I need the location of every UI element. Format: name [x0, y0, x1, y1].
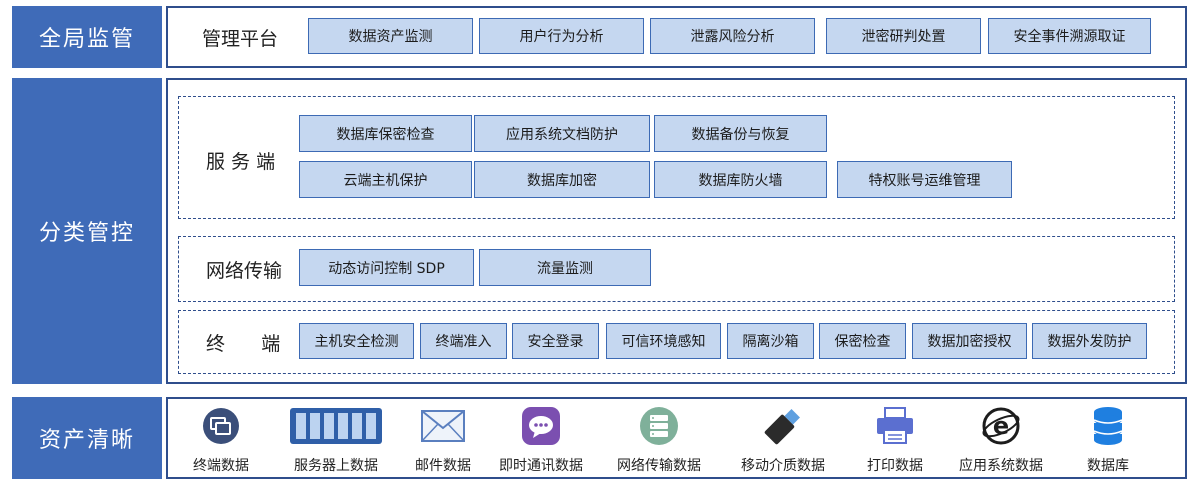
platform-item-behavior-analysis: 用户行为分析 [479, 18, 644, 54]
database-icon [1092, 405, 1124, 447]
server-item-db-firewall: 数据库防火墙 [654, 161, 827, 198]
section-assets-label: 资产清晰 [12, 397, 162, 479]
asset-server: 服务器上数据 [281, 405, 391, 475]
asset-label: 数据库 [1087, 458, 1129, 474]
printer-icon [875, 405, 915, 447]
platform-label: 管理平台 [202, 28, 279, 50]
terminal-label: 终 端 [206, 333, 281, 355]
asset-chat: 即时通讯数据 [486, 405, 596, 475]
asset-usb: 移动介质数据 [728, 405, 838, 475]
server-group: 服 务 端 数据库保密检查 应用系统文档防护 数据备份与恢复 云端主机保护 数据… [178, 96, 1175, 219]
asset-terminal: 终端数据 [166, 405, 276, 475]
server-label: 服 务 端 [206, 151, 276, 173]
asset-label: 移动介质数据 [741, 458, 825, 474]
server-item-doc-protect: 应用系统文档防护 [474, 115, 650, 152]
asset-app-system: e 应用系统数据 [946, 405, 1056, 475]
server-item-db-encrypt: 数据库加密 [474, 161, 650, 198]
terminal-group: 终 端 主机安全检测 终端准入 安全登录 可信环境感知 隔离沙箱 保密检查 数据… [178, 310, 1175, 374]
platform-panel: 管理平台 数据资产监测 用户行为分析 泄露风险分析 泄密研判处置 安全事件溯源取… [166, 6, 1187, 68]
svg-text:e: e [993, 412, 1009, 440]
asset-mail: 邮件数据 [388, 405, 498, 475]
server-item-backup: 数据备份与恢复 [654, 115, 827, 152]
section-global-label: 全局监管 [12, 6, 162, 68]
asset-label: 打印数据 [867, 458, 923, 474]
asset-label: 即时通讯数据 [499, 458, 583, 474]
network-group: 网络传输 动态访问控制 SDP 流量监测 [178, 236, 1175, 302]
asset-label: 应用系统数据 [959, 458, 1043, 474]
server-item-db-check: 数据库保密检查 [299, 115, 472, 152]
terminal-item-trust: 可信环境感知 [606, 323, 721, 359]
asset-label: 服务器上数据 [294, 458, 378, 474]
platform-item-leak-disposal: 泄密研判处置 [826, 18, 981, 54]
chat-icon [521, 405, 561, 447]
classified-panel: 服 务 端 数据库保密检查 应用系统文档防护 数据备份与恢复 云端主机保护 数据… [166, 78, 1187, 384]
network-label: 网络传输 [206, 260, 283, 282]
terminal-item-outbound: 数据外发防护 [1032, 323, 1147, 359]
platform-item-asset-monitor: 数据资产监测 [308, 18, 473, 54]
section-classified-label: 分类管控 [12, 78, 162, 384]
asset-network: 网络传输数据 [604, 405, 714, 475]
server-item-cloud-host: 云端主机保护 [299, 161, 472, 198]
network-server-icon [639, 405, 679, 447]
network-item-sdp: 动态访问控制 SDP [299, 249, 474, 286]
browser-e-icon: e [981, 405, 1021, 447]
usb-drive-icon [763, 405, 803, 447]
asset-label: 网络传输数据 [617, 458, 701, 474]
network-item-traffic: 流量监测 [479, 249, 651, 286]
asset-label: 邮件数据 [415, 458, 471, 474]
terminal-item-secrecy-check: 保密检查 [819, 323, 906, 359]
terminal-item-host-check: 主机安全检测 [299, 323, 414, 359]
terminal-item-sandbox: 隔离沙箱 [727, 323, 814, 359]
mail-icon [421, 405, 465, 447]
server-rack-icon [290, 405, 382, 447]
asset-label: 终端数据 [193, 458, 249, 474]
asset-print: 打印数据 [840, 405, 950, 475]
platform-item-event-tracing: 安全事件溯源取证 [988, 18, 1151, 54]
assets-panel: 终端数据 服务器上数据 邮件数据 即时通讯数据 网络传输数据 移动介质数据 [166, 397, 1187, 479]
terminal-data-icon [202, 405, 240, 447]
server-item-privileged-account: 特权账号运维管理 [837, 161, 1012, 198]
platform-item-leak-risk: 泄露风险分析 [650, 18, 815, 54]
terminal-item-login: 安全登录 [512, 323, 599, 359]
terminal-item-encrypt-auth: 数据加密授权 [912, 323, 1027, 359]
terminal-item-access: 终端准入 [420, 323, 507, 359]
asset-database: 数据库 [1053, 405, 1163, 475]
